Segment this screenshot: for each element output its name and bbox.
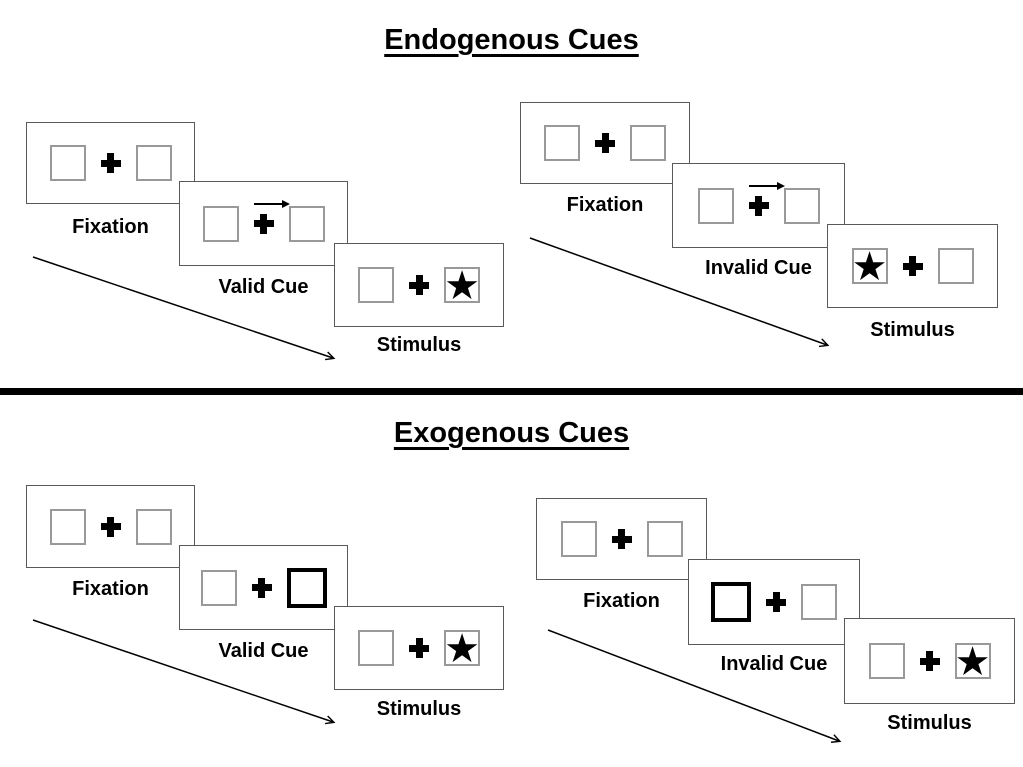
invalid-cue-panel xyxy=(672,163,845,248)
timeline-arrow-endo-invalid xyxy=(529,237,830,348)
endogenous-section-title: Endogenous Cues xyxy=(384,24,639,56)
fixation-cross-icon xyxy=(766,592,786,612)
exogenous-section-title: Exogenous Cues xyxy=(393,417,630,449)
valid-cue-panel xyxy=(179,545,348,630)
left-box-with-star: ★ xyxy=(851,244,888,290)
left-box xyxy=(49,145,86,181)
left-box-highlighted xyxy=(711,582,751,622)
right-box-with-star: ★ xyxy=(954,639,991,685)
cue-center xyxy=(253,199,290,234)
left-box xyxy=(202,205,239,242)
right-box-with-star: ★ xyxy=(444,626,480,672)
stimulus-panel: ★ xyxy=(827,224,998,308)
fixation-cross-icon xyxy=(919,651,940,671)
fixation-cross-icon xyxy=(251,577,272,598)
panel-label-invalid-cue: Invalid Cue xyxy=(705,257,812,279)
left-box xyxy=(358,630,394,666)
star-stimulus-icon: ★ xyxy=(444,626,480,672)
timeline-arrow-endo-valid xyxy=(32,256,336,361)
fixation-cross-icon xyxy=(902,256,923,276)
right-box xyxy=(801,584,837,620)
right-box-with-star: ★ xyxy=(444,263,480,309)
left-box xyxy=(697,187,734,224)
panel-label-stimulus: Stimulus xyxy=(376,334,462,356)
right-box xyxy=(288,205,325,242)
right-box xyxy=(937,248,974,284)
fixation-panel xyxy=(520,102,690,184)
timeline-arrow-exo-valid xyxy=(32,619,336,725)
panel-label-fixation: Fixation xyxy=(583,590,660,612)
stimulus-panel: ★ xyxy=(844,618,1015,704)
timeline-arrow-exo-invalid xyxy=(547,629,842,743)
fixation-cross-icon xyxy=(100,153,121,173)
stimulus-panel: ★ xyxy=(334,606,504,690)
left-box xyxy=(200,569,237,606)
panel-label-stimulus: Stimulus xyxy=(376,698,462,720)
fixation-cross-icon xyxy=(748,195,769,216)
right-box xyxy=(135,145,172,181)
fixation-cross-icon xyxy=(100,516,121,537)
right-box xyxy=(646,521,683,557)
panel-label-stimulus: Stimulus xyxy=(870,319,955,341)
valid-cue-panel xyxy=(179,181,348,266)
stimulus-panel: ★ xyxy=(334,243,504,327)
star-stimulus-icon: ★ xyxy=(954,639,991,685)
fixation-cross-icon xyxy=(253,213,274,234)
fixation-panel xyxy=(536,498,707,580)
star-stimulus-icon: ★ xyxy=(444,263,480,309)
panel-label-valid-cue: Valid Cue xyxy=(218,640,309,662)
fixation-cross-icon xyxy=(595,133,615,153)
cue-center xyxy=(748,181,785,216)
right-box xyxy=(630,125,666,161)
fixation-panel xyxy=(26,485,195,568)
panel-label-valid-cue: Valid Cue xyxy=(218,276,309,298)
fixation-cross-icon xyxy=(409,638,429,658)
fixation-cross-icon xyxy=(409,275,429,295)
left-box xyxy=(544,125,580,161)
invalid-cue-panel xyxy=(688,559,860,645)
star-stimulus-icon: ★ xyxy=(851,244,888,290)
fixation-panel xyxy=(26,122,195,204)
right-arrow-icon xyxy=(253,199,290,208)
right-box xyxy=(783,187,820,224)
right-box-highlighted xyxy=(286,567,327,608)
fixation-cross-icon xyxy=(611,529,632,549)
panel-label-fixation: Fixation xyxy=(566,194,644,216)
left-box xyxy=(358,267,394,303)
left-box xyxy=(560,521,597,557)
left-box xyxy=(868,643,905,679)
right-box xyxy=(135,508,172,545)
section-divider xyxy=(0,388,1023,395)
left-box xyxy=(49,508,86,545)
panel-label-fixation: Fixation xyxy=(72,578,149,600)
panel-label-fixation: Fixation xyxy=(72,216,149,238)
right-arrow-icon xyxy=(748,181,785,190)
panel-label-stimulus: Stimulus xyxy=(887,712,972,734)
panel-label-invalid-cue: Invalid Cue xyxy=(720,653,828,675)
